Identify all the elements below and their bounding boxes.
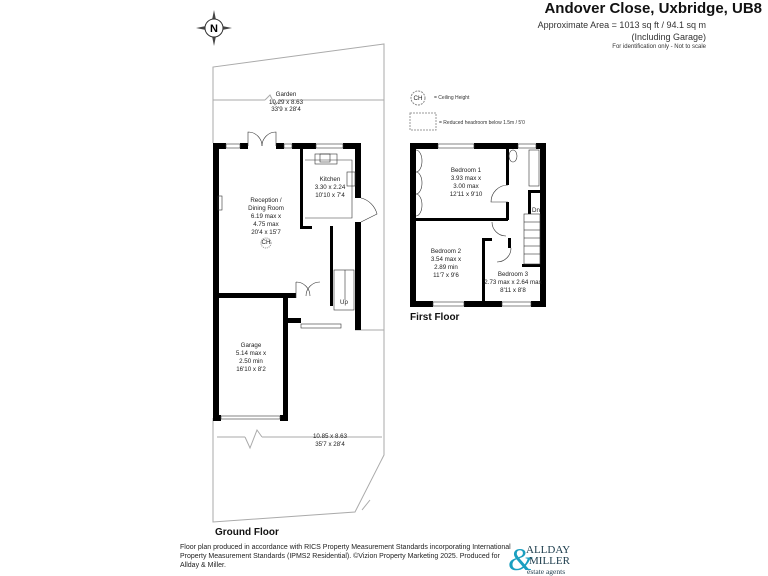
bedroom2-metric-2: 2.89 min (434, 264, 458, 271)
front-metric: 10.85 x 8.63 (313, 433, 348, 440)
logo-line-allday: ALLDAY (526, 544, 570, 556)
first-floor-fixtures (415, 143, 541, 307)
garage-imperial: 16'10 x 8'2 (236, 366, 266, 373)
approximate-area: Approximate Area = 1013 sq ft / 94.1 sq … (537, 20, 706, 30)
stairs-down-label: Dn (532, 207, 540, 214)
front-imperial: 35'7 x 28'4 (315, 441, 345, 448)
logo-line-miller: MILLER (529, 555, 571, 567)
reception-imperial: 20'4 x 15'7 (251, 229, 281, 236)
plot-boundary (212, 43, 385, 523)
bedroom1-metric-1: 3.93 max x (451, 175, 482, 182)
bedroom3-imperial: 8'11 x 8'8 (500, 287, 526, 294)
garden-name: Garden (276, 91, 297, 98)
bedroom1-imperial: 12'11 x 9'10 (450, 191, 483, 198)
bedroom3-metric: 2.73 max x 2.64 max (484, 279, 542, 286)
bedroom1-name: Bedroom 1 (451, 167, 482, 174)
kitchen-imperial: 10'10 x 7'4 (315, 192, 345, 199)
bedroom2-metric-1: 3.54 max x (431, 256, 462, 263)
kitchen-metric: 3.30 x 2.24 (315, 184, 346, 191)
garage-name: Garage (241, 342, 262, 349)
including-note: (Including Garage) (631, 32, 706, 42)
compass-letter: N (210, 23, 218, 35)
ceiling-height-marker-text: CH (262, 239, 271, 246)
bedroom2-imperial: 11'7 x 9'6 (433, 272, 459, 279)
compass-icon: N (196, 10, 232, 46)
ceiling-height-symbol (410, 90, 426, 106)
reception-name: Reception / (250, 197, 282, 204)
garage-metric-2: 2.50 min (239, 358, 263, 365)
first-floor-label: First Floor (410, 312, 460, 323)
garage-metric-1: 5.14 max x (236, 350, 267, 357)
legend-ceiling-height: = Ceiling Height (434, 95, 470, 101)
legend-headroom: = Reduced headroom below 1.5m / 5'0 (439, 120, 525, 126)
garden-metric: 10.29 x 8.63 (269, 99, 304, 106)
stairs-up-label: Up (340, 299, 348, 306)
footer-disclaimer: Floor plan produced in accordance with R… (180, 544, 511, 569)
headroom-symbol (409, 112, 437, 131)
doors-windows (217, 131, 378, 420)
ground-floor-label: Ground Floor (215, 527, 279, 538)
reception-metric-2: 4.75 max (253, 221, 279, 228)
logo-ampersand: & (508, 541, 533, 576)
ground-floor-walls (213, 143, 361, 421)
reception-name-2: Dining Room (248, 205, 284, 212)
garden-imperial: 33'9 x 28'4 (271, 106, 301, 113)
ceiling-height-marker (260, 237, 272, 249)
reception-metric-1: 6.19 max x (251, 213, 282, 220)
bedroom1-metric-2: 3.00 max (453, 183, 479, 190)
allday-miller-logo: & ALLDAY MILLER estate agents (508, 541, 571, 576)
identification-note: For identification only - Not to scale (612, 44, 706, 50)
property-title: Andover Close, Uxbridge, UB8 (544, 0, 762, 17)
kitchen-name: Kitchen (320, 176, 341, 183)
first-floor-walls (410, 143, 546, 307)
bedroom3-name: Bedroom 3 (498, 271, 529, 278)
ceiling-height-symbol-text: CH (414, 95, 423, 102)
bedroom2-name: Bedroom 2 (431, 248, 462, 255)
logo-line-estate-agents: estate agents (527, 567, 565, 576)
